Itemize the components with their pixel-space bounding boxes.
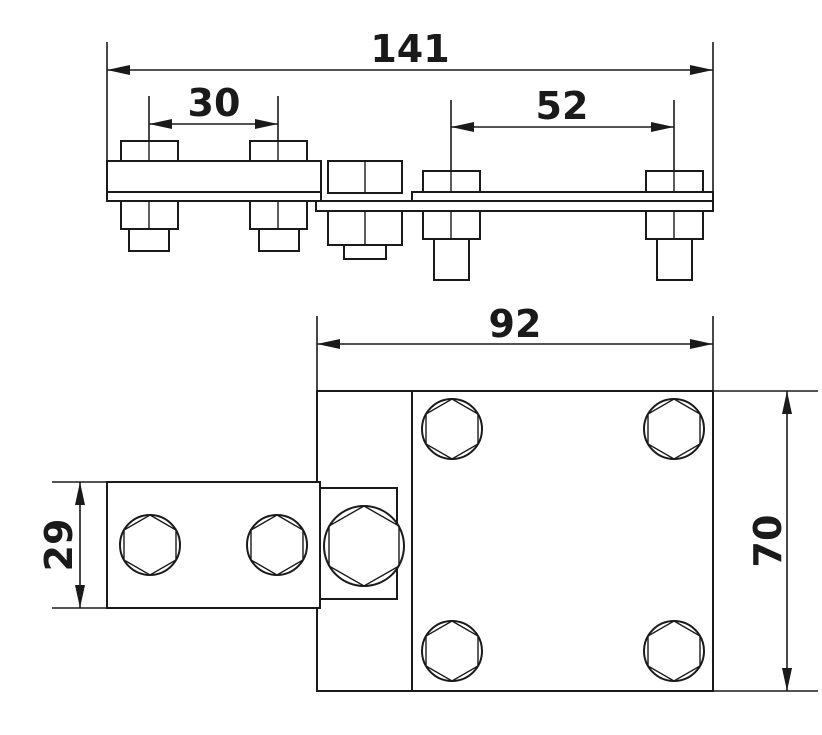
side-bolt-4 bbox=[645, 170, 704, 281]
hex-bolt-3 bbox=[421, 398, 483, 460]
hex-clamp-bolt bbox=[323, 505, 405, 587]
hex-bolt-4 bbox=[643, 398, 705, 460]
dimension-plate-width: 92 bbox=[316, 302, 714, 391]
dimension-strip-width: 29 bbox=[37, 481, 107, 609]
hex-bolt-5 bbox=[421, 620, 483, 682]
left-bolt-spacing-label: 30 bbox=[188, 81, 241, 125]
left-strip-bottom-plate bbox=[106, 191, 322, 202]
dimension-left-bolt-spacing: 30 bbox=[148, 81, 279, 141]
side-view: 141 30 52 bbox=[106, 27, 714, 281]
right-plate-top bbox=[411, 191, 714, 202]
dimension-right-bolt-spacing: 52 bbox=[450, 84, 675, 171]
hex-bolt-6 bbox=[643, 620, 705, 682]
top-view: 92 70 29 bbox=[37, 302, 818, 692]
hex-bolt-2 bbox=[246, 514, 308, 576]
side-bolt-1 bbox=[120, 140, 179, 252]
right-bolt-spacing-label: 52 bbox=[536, 84, 589, 128]
side-clamp-bolt bbox=[327, 160, 403, 260]
plate-width-label: 92 bbox=[489, 302, 542, 346]
overall-length-label: 141 bbox=[370, 27, 449, 71]
right-plate-bottom bbox=[315, 200, 714, 212]
side-bolt-3 bbox=[422, 170, 481, 281]
hex-bolt-1 bbox=[119, 514, 181, 576]
side-bolt-2 bbox=[249, 140, 308, 252]
left-strip-top-plate bbox=[106, 160, 322, 193]
strip-width-label: 29 bbox=[37, 519, 81, 572]
dimension-plate-height: 70 bbox=[713, 390, 818, 692]
dimension-overall-length: 141 bbox=[106, 27, 714, 192]
plate-height-label: 70 bbox=[746, 515, 790, 568]
